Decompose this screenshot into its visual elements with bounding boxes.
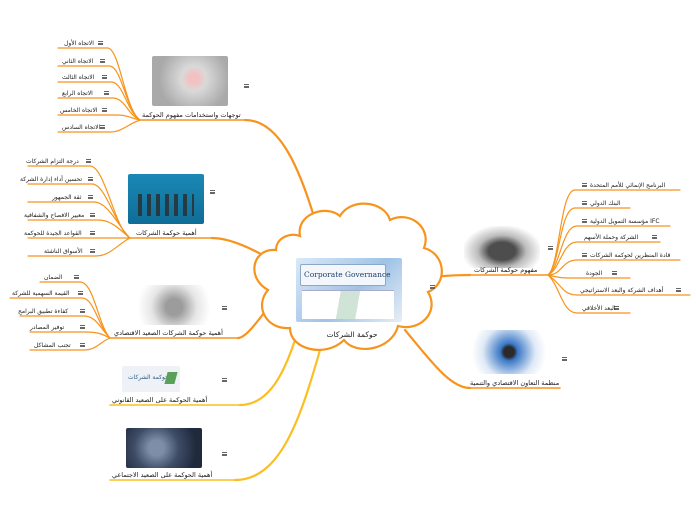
item-menu-icon[interactable] xyxy=(78,291,83,295)
item-menu-icon[interactable] xyxy=(86,159,91,163)
importance-item[interactable]: درجة التزام الشركات xyxy=(26,158,79,165)
item-menu-icon[interactable] xyxy=(100,59,105,63)
item-menu-icon[interactable] xyxy=(74,275,79,279)
oecd-image xyxy=(471,330,547,374)
importance-item[interactable]: تحسين أداء إدارة الشركة xyxy=(20,176,83,183)
social-image xyxy=(126,428,202,468)
item-menu-icon[interactable] xyxy=(102,108,107,112)
branch-social[interactable]: أهمية الحوكمة على الصعيد الاجتماعي xyxy=(112,471,213,479)
item-menu-icon[interactable] xyxy=(676,288,681,292)
trends-item[interactable]: الاتجاه السادس xyxy=(62,124,101,131)
item-menu-icon[interactable] xyxy=(582,183,587,187)
folder-tab xyxy=(300,264,386,286)
item-menu-icon[interactable] xyxy=(614,306,619,310)
trends-item[interactable]: الاتجاه الثاني xyxy=(62,58,94,65)
item-menu-icon[interactable] xyxy=(98,41,103,45)
oecd-menu-icon[interactable] xyxy=(562,357,567,361)
legal-menu-icon[interactable] xyxy=(222,378,227,382)
economic-item[interactable]: الضمان xyxy=(44,274,63,281)
item-menu-icon[interactable] xyxy=(90,213,95,217)
concept-item[interactable]: الشركة وحملة الأسهم xyxy=(584,234,639,241)
item-menu-icon[interactable] xyxy=(582,253,587,257)
item-menu-icon[interactable] xyxy=(80,309,85,313)
item-menu-icon[interactable] xyxy=(582,219,587,223)
item-menu-icon[interactable] xyxy=(582,201,587,205)
concept-item[interactable]: قادة المنظرين لحوكمة الشركات xyxy=(590,252,671,259)
item-menu-icon[interactable] xyxy=(80,343,85,347)
center-menu-icon[interactable] xyxy=(430,285,435,289)
importance-menu-icon[interactable] xyxy=(210,190,215,194)
concept-item[interactable]: البعد الأخلاقي xyxy=(582,305,616,312)
concept-item[interactable]: البرنامج الإنمائي للأمم المتحدة xyxy=(590,182,666,189)
center-image-caption: Corporate Governance xyxy=(304,270,391,279)
importance-item[interactable]: الأسواق الناشئة xyxy=(44,248,83,255)
economic-item[interactable]: القيمة السهمية للشركة xyxy=(12,290,70,297)
trends-item[interactable]: الاتجاه الخامس xyxy=(60,107,98,114)
paper-chart xyxy=(302,290,394,319)
importance-item[interactable]: معيير الافصاح والشفافية xyxy=(24,212,85,219)
branch-oecd[interactable]: منظمة التعاون الاقتصادي والتنمية xyxy=(470,379,560,387)
concept-item[interactable]: الجودة xyxy=(586,270,603,277)
trends-image xyxy=(152,56,228,106)
trends-item[interactable]: الاتجاه الأول xyxy=(64,40,94,47)
connector-trends xyxy=(243,118,317,222)
concept-item[interactable]: أهداف الشركة والبعد الاستراتيجي xyxy=(580,287,664,294)
connector-social xyxy=(233,348,322,482)
center-image: Corporate Governance xyxy=(296,258,402,322)
item-menu-icon[interactable] xyxy=(88,177,93,181)
item-menu-icon[interactable] xyxy=(612,271,617,275)
connector-legal xyxy=(238,338,297,407)
item-menu-icon[interactable] xyxy=(90,231,95,235)
branch-concept[interactable]: مفهوم حوكمة الشركات xyxy=(474,266,538,274)
trends-item[interactable]: الاتجاه الرابع xyxy=(62,90,93,97)
item-menu-icon[interactable] xyxy=(652,235,657,239)
social-menu-icon[interactable] xyxy=(222,452,227,456)
importance-item[interactable]: القواعد الجيدة للحوكمة xyxy=(24,230,82,237)
center-title[interactable]: حوكمة الشركات xyxy=(326,330,378,339)
concept-item[interactable]: البنك الدولي xyxy=(590,200,621,207)
connector-oecd xyxy=(403,328,472,390)
item-menu-icon[interactable] xyxy=(90,249,95,253)
concept-item[interactable]: IFC مؤسسة التمويل الدولية xyxy=(590,218,660,225)
branch-legal[interactable]: أهمية الحوكمة على الصعيد القانوني xyxy=(112,396,208,404)
branch-importance[interactable]: أهمية حوكمة الشركات xyxy=(136,229,197,237)
branch-trends[interactable]: توجهات واستخدامات مفهوم الحوكمة xyxy=(142,111,241,119)
concept-menu-icon[interactable] xyxy=(548,246,553,250)
item-menu-icon[interactable] xyxy=(102,75,107,79)
concept-image xyxy=(464,226,540,268)
economic-item[interactable]: كفاءة تطبيق البرامج xyxy=(18,308,69,315)
importance-image xyxy=(128,174,204,224)
item-menu-icon[interactable] xyxy=(88,195,93,199)
item-menu-icon[interactable] xyxy=(80,325,85,329)
item-menu-icon[interactable] xyxy=(104,91,109,95)
legal-image-caption: حوكمة الشركات xyxy=(128,374,169,381)
economic-menu-icon[interactable] xyxy=(222,306,227,310)
legal-image: حوكمة الشركات xyxy=(122,366,180,392)
economic-item[interactable]: توفير المصادر xyxy=(30,324,65,331)
importance-item[interactable]: ثقة الجمهور xyxy=(52,194,82,201)
economic-item[interactable]: تجنب المشاكل xyxy=(34,342,71,349)
item-menu-icon[interactable] xyxy=(100,125,105,129)
trends-item[interactable]: الاتجاه الثالث xyxy=(62,74,95,81)
economic-image xyxy=(134,285,214,325)
branch-economic[interactable]: أهمية حوكمة الشركات الصعيد الاقتصادي xyxy=(114,329,223,337)
trends-menu-icon[interactable] xyxy=(244,84,249,88)
